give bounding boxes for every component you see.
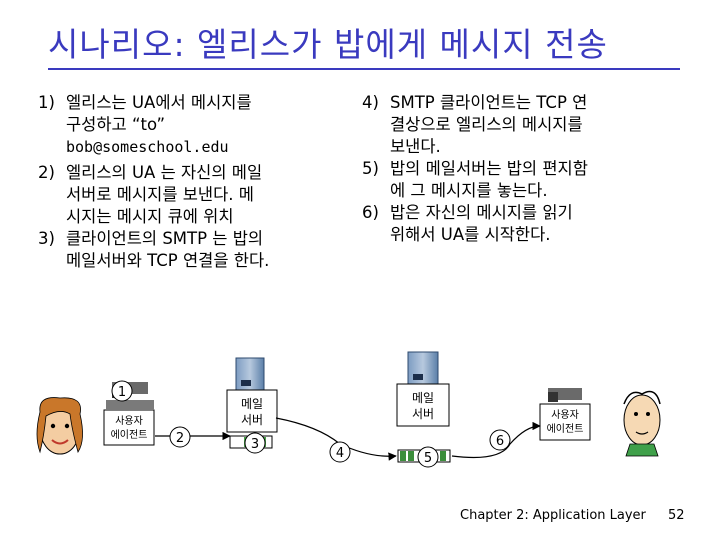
step-line: 메일서버와 TCP 연결을 한다. xyxy=(66,251,270,270)
svg-text:4: 4 xyxy=(336,446,344,461)
step-number: 3) xyxy=(38,229,55,248)
step-line: 밥의 메일서버는 밥의 편지함 xyxy=(390,159,588,178)
arrow-mailbox-to-bob xyxy=(451,421,541,459)
step-line: 보낸다. xyxy=(390,137,441,156)
step-line: 시지는 메시지 큐에 위치 xyxy=(66,207,234,226)
right-steps: 4) SMTP 클라이언트는 TCP 연 결상으로 엘리스의 메시지를 보낸다.… xyxy=(362,92,588,246)
mail-flow-diagram: 사용자 에이전트 메일 서버 메일 서버 사용자 에이전트 xyxy=(36,351,661,468)
step-line: 서버로 메시지를 보낸다. 메 xyxy=(66,185,254,204)
bob-face-icon xyxy=(623,390,661,457)
step-line: 밥은 자신의 메시지를 읽기 xyxy=(390,203,573,222)
step-circle: 3 xyxy=(244,432,266,454)
step-line: 엘리스의 UA 는 자신의 메일 xyxy=(66,163,263,182)
step-line: SMTP 클라이언트는 TCP 연 xyxy=(390,93,588,112)
step-line: 클라이언트의 SMTP 는 밥의 xyxy=(66,229,264,248)
step-number: 4) xyxy=(362,93,379,112)
step-number: 6) xyxy=(362,203,379,222)
alice-mail-server-icon xyxy=(226,357,278,433)
left-steps: 1) 엘리스는 UA에서 메시지를 구성하고 “to” bob@somescho… xyxy=(38,92,269,272)
email-address: bob@someschool.edu xyxy=(66,138,229,156)
step-circle: 6 xyxy=(489,429,511,451)
step-5: 5) 밥의 메일서버는 밥의 편지함 에 그 메시지를 놓는다. xyxy=(362,158,588,202)
step-1: 1) 엘리스는 UA에서 메시지를 구성하고 “to” bob@somescho… xyxy=(38,92,269,158)
svg-text:3: 3 xyxy=(251,437,259,452)
alice-face-icon xyxy=(36,397,83,455)
svg-text:2: 2 xyxy=(176,431,184,446)
step-line: 엘리스는 UA에서 메시지를 xyxy=(66,93,252,112)
alice-server-label: 메일 xyxy=(241,397,263,411)
step-number: 5) xyxy=(362,159,379,178)
bob-server-label: 메일 xyxy=(412,391,434,405)
footer-chapter: Chapter 2: Application Layer xyxy=(460,508,646,523)
svg-text:6: 6 xyxy=(496,434,504,449)
page-title: 시나리오: 엘리스가 밥에게 메시지 전송 xyxy=(48,25,608,64)
step-6: 6) 밥은 자신의 메시지를 읽기 위해서 UA를 시작한다. xyxy=(362,202,588,246)
step-number: 2) xyxy=(38,163,55,182)
alice-ua-label: 에이전트 xyxy=(111,429,148,441)
step-number: 1) xyxy=(38,93,55,112)
step-2: 2) 엘리스의 UA 는 자신의 메일 서버로 메시지를 보낸다. 메 시지는 … xyxy=(38,162,269,228)
step-line: 에 그 메시지를 놓는다. xyxy=(390,181,548,200)
step-line: 결상으로 엘리스의 메시지를 xyxy=(390,115,583,134)
bob-mail-server-icon xyxy=(396,351,450,427)
alice-ua-label: 사용자 xyxy=(115,415,143,427)
step-4: 4) SMTP 클라이언트는 TCP 연 결상으로 엘리스의 메시지를 보낸다. xyxy=(362,92,588,158)
step-circle: 1 xyxy=(111,380,133,402)
title-underline xyxy=(48,68,680,70)
bob-ua-label: 사용자 xyxy=(551,409,579,421)
bob-ua-label: 에이전트 xyxy=(547,423,584,435)
step-3: 3) 클라이언트의 SMTP 는 밥의 메일서버와 TCP 연결을 한다. xyxy=(38,228,269,272)
alice-server-label: 서버 xyxy=(241,413,263,427)
step-circle: 2 xyxy=(169,426,191,448)
page-number: 52 xyxy=(668,508,685,523)
bob-server-label: 서버 xyxy=(412,407,434,421)
step-line: 구성하고 “to” xyxy=(66,115,166,134)
svg-text:5: 5 xyxy=(424,451,432,466)
step-circle: 5 xyxy=(417,446,439,468)
step-line: 위해서 UA를 시작한다. xyxy=(390,225,551,244)
step-circle: 4 xyxy=(329,441,351,463)
svg-text:1: 1 xyxy=(118,385,126,400)
